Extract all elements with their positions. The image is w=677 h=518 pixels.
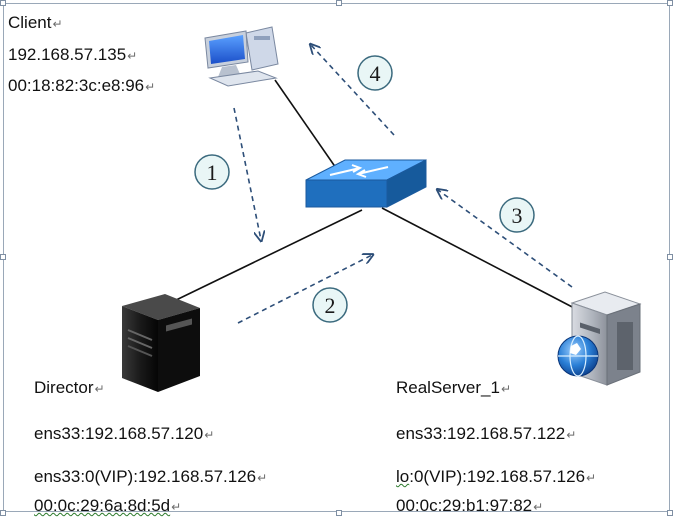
resize-handle-top-middle[interactable]: [336, 0, 342, 6]
director-mac-text: 00:0c:29:6a:8d:5d: [34, 496, 171, 515]
director-title: Director↵: [34, 378, 105, 399]
director-mac: 00:0c:29:6a:8d:5d↵: [34, 496, 181, 517]
director-vip: ens33:0(VIP):192.168.57.126↵: [34, 467, 267, 488]
resize-handle-bottom-left[interactable]: [0, 510, 6, 516]
step-badge-2: 2: [312, 287, 348, 323]
arrow-step-4: [311, 45, 395, 136]
step-badge-3: 3: [499, 197, 535, 233]
step-badge-1: 1: [194, 154, 230, 190]
step-badge-2-label: 2: [325, 293, 336, 318]
client-ip: 192.168.57.135↵: [8, 45, 137, 66]
client-ip-text: 192.168.57.135: [8, 45, 127, 64]
paragraph-mark: ↵: [94, 382, 105, 396]
paragraph-mark: ↵: [586, 471, 597, 485]
realserver-mac-text: 00:0c:29:b1:97:82: [396, 496, 533, 515]
resize-handle-bottom-right[interactable]: [667, 510, 673, 516]
link-switch-realserver: [381, 207, 579, 311]
paragraph-mark: ↵: [533, 500, 544, 514]
realserver-ens33-text: ens33:192.168.57.122: [396, 424, 566, 443]
director-ens33-text: ens33:192.168.57.120: [34, 424, 204, 443]
realserver-vip-prefix: lo: [396, 467, 410, 486]
link-switch-director: [171, 209, 363, 303]
resize-handle-middle-right[interactable]: [667, 254, 673, 260]
realserver-mac: 00:0c:29:b1:97:82↵: [396, 496, 543, 517]
director-vip-text: ens33:0(VIP):192.168.57.126: [34, 467, 257, 486]
network-switch-icon: [305, 159, 427, 208]
client-computer-icon: [204, 26, 279, 87]
arrow-step-1: [233, 107, 261, 240]
link-client-switch: [274, 79, 337, 169]
arrow-step-3: [438, 190, 573, 288]
step-badge-4: 4: [357, 55, 393, 91]
realserver-web-server-icon: [557, 291, 642, 386]
paragraph-mark: ↵: [52, 17, 63, 31]
arrow-step-2: [237, 255, 372, 324]
director-title-text: Director: [34, 378, 94, 397]
realserver-vip-text: :0(VIP):192.168.57.126: [409, 467, 586, 486]
director-server-icon: [122, 294, 200, 392]
step-badge-1-label: 1: [207, 160, 218, 185]
paragraph-mark: ↵: [145, 80, 156, 94]
realserver-title-text: RealServer_1: [396, 378, 500, 397]
step-badge-4-label: 4: [370, 61, 381, 86]
resize-handle-top-left[interactable]: [0, 0, 6, 6]
client-mac-text: 00:18:82:3c:e8:96: [8, 76, 145, 95]
realserver-title: RealServer_1↵: [396, 378, 511, 399]
realserver-vip: lo:0(VIP):192.168.57.126↵: [396, 467, 596, 488]
client-mac: 00:18:82:3c:e8:96↵: [8, 76, 155, 97]
paragraph-mark: ↵: [171, 500, 182, 514]
paragraph-mark: ↵: [204, 428, 215, 442]
paragraph-mark: ↵: [500, 382, 512, 396]
realserver-ens33: ens33:192.168.57.122↵: [396, 424, 576, 445]
paragraph-mark: ↵: [257, 471, 268, 485]
paragraph-mark: ↵: [566, 428, 577, 442]
resize-handle-top-right[interactable]: [667, 0, 673, 6]
client-title: Client↵: [8, 13, 63, 34]
paragraph-mark: ↵: [127, 49, 138, 63]
resize-handle-middle-left[interactable]: [0, 254, 6, 260]
director-ens33: ens33:192.168.57.120↵: [34, 424, 214, 445]
client-title-text: Client: [8, 13, 52, 32]
step-badge-3-label: 3: [512, 203, 523, 228]
resize-handle-bottom-middle[interactable]: [336, 510, 342, 516]
